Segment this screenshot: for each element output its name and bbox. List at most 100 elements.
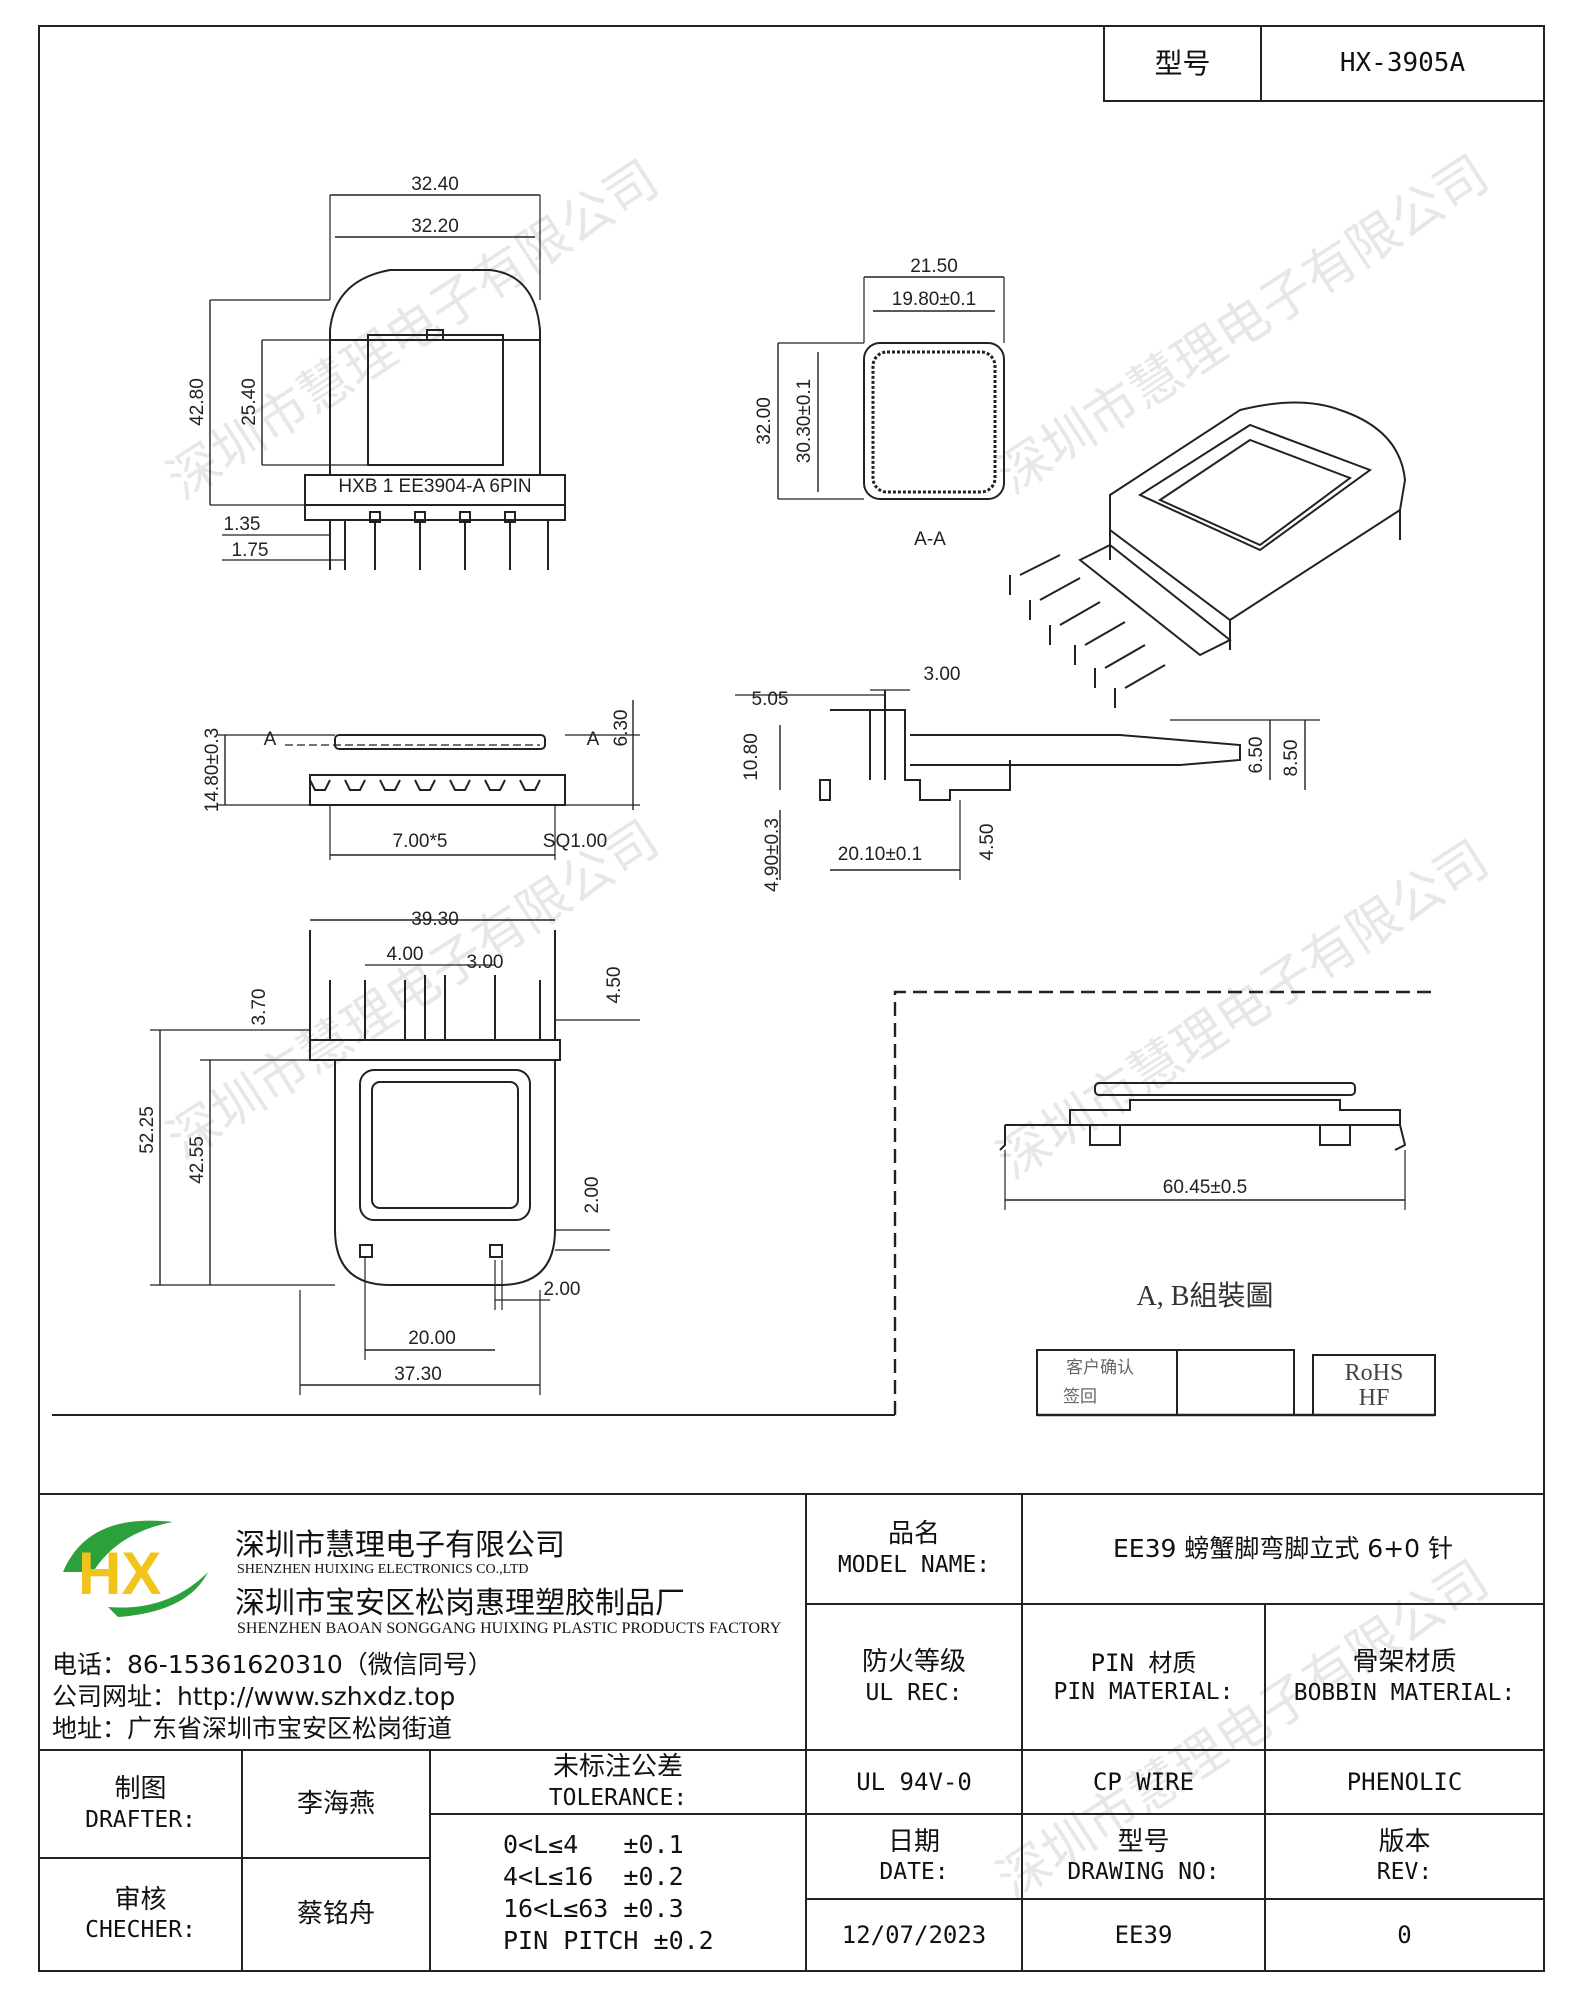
dim-text: 32.00 xyxy=(754,397,775,445)
front-view xyxy=(209,194,566,570)
dim-text: 3.00 xyxy=(924,664,961,685)
tolerance-values-cell: 0<L≤4 ±0.1 4<L≤16 ±0.2 16<L≤63 ±0.3 PIN … xyxy=(429,1813,807,1972)
bobbin-material-label-cell: 骨架材质 BOBBIN MATERIAL: xyxy=(1264,1603,1545,1751)
rohs-label: RoHS xyxy=(1345,1360,1404,1386)
dim-text: 19.80±0.1 xyxy=(892,289,976,310)
dim-text: 6.30 xyxy=(611,710,632,747)
model-name-label-cn: 品名 xyxy=(887,1519,940,1550)
dim-text: 4.00 xyxy=(387,944,424,965)
checker-label-cn: 审核 xyxy=(114,1884,167,1915)
date-label-cn: 日期 xyxy=(887,1826,940,1857)
dim-text: 14.80±0.3 xyxy=(202,728,223,812)
rev-label-cn: 版本 xyxy=(1378,1826,1431,1857)
bobbin-material-label-cn: 骨架材质 xyxy=(1352,1647,1457,1678)
ul-value-cell: UL 94V-0 xyxy=(805,1749,1023,1815)
tolerance-label-en: TOLERANCE: xyxy=(548,1784,688,1811)
bobbin-material-label-en: BOBBIN MATERIAL: xyxy=(1293,1679,1516,1706)
drawing-no-value: EE39 xyxy=(1114,1921,1173,1949)
dim-text: 3.70 xyxy=(249,989,270,1026)
date-value: 12/07/2023 xyxy=(841,1921,987,1949)
checker-name-cell: 蔡铭舟 xyxy=(241,1857,431,1972)
dim-text: 5.05 xyxy=(752,689,789,710)
dim-text: 39.30 xyxy=(411,909,459,930)
dim-text: 2.00 xyxy=(582,1177,603,1214)
factory-name-cn: 深圳市宝安区松岗惠理塑胶制品厂 xyxy=(235,1586,685,1621)
pin-material-value-cell: CP WIRE xyxy=(1021,1749,1266,1815)
drafter-label-en: DRAFTER: xyxy=(85,1806,196,1833)
dim-text: 1.75 xyxy=(232,540,269,561)
dim-text: 20.00 xyxy=(408,1328,456,1349)
confirm-label: 客户确认 xyxy=(1066,1358,1134,1378)
drawing-no-value-cell: EE39 xyxy=(1021,1898,1266,1972)
dim-text: 21.50 xyxy=(910,256,958,277)
date-label-cell: 日期 DATE: xyxy=(805,1813,1023,1900)
dim-text: 8.50 xyxy=(1281,740,1302,777)
pin-material-value: CP WIRE xyxy=(1092,1768,1195,1796)
rev-value-cell: 0 xyxy=(1264,1898,1545,1972)
pin-material-label-cn: PIN 材质 xyxy=(1090,1648,1197,1677)
company-name-cn: 深圳市慧理电子有限公司 xyxy=(235,1528,565,1563)
dim-text: 4.90±0.3 xyxy=(762,818,783,892)
dim-text: 1.35 xyxy=(224,514,261,535)
tolerance-line: 4<L≤16 ±0.2 xyxy=(503,1861,684,1891)
section-view xyxy=(777,276,1005,500)
side-view xyxy=(218,700,640,860)
company-block-divider xyxy=(805,1493,807,1751)
dim-text: 6.50 xyxy=(1246,737,1267,774)
technical-drawing: HXB 1 EE3904-A 6PIN 32.40 32.20 42.80 25… xyxy=(52,174,1436,1417)
dim-text: 30.30±0.1 xyxy=(794,379,815,463)
dim-text: 60.45±0.5 xyxy=(1163,1177,1247,1198)
company-website: 公司网址：http://www.szhxdz.top xyxy=(52,1682,456,1711)
factory-name-en: SHENZHEN BAOAN SONGGANG HUIXING PLASTIC … xyxy=(237,1620,782,1637)
ul-label-cn: 防火等级 xyxy=(861,1647,966,1678)
profile-view xyxy=(735,689,1320,880)
logo-text: HX xyxy=(78,1540,161,1607)
assembly-view xyxy=(893,990,1436,1417)
dim-text: 32.40 xyxy=(411,174,459,195)
model-value: HX-3905A xyxy=(1339,48,1466,79)
drafter-name: 李海燕 xyxy=(296,1788,375,1819)
company-logo: HX xyxy=(63,1520,208,1617)
date-value-cell: 12/07/2023 xyxy=(805,1898,1023,1972)
drafter-label-cell: 制图 DRAFTER: xyxy=(38,1749,243,1859)
hf-label: HF xyxy=(1359,1385,1390,1411)
tolerance-label-cn: 未标注公差 xyxy=(552,1752,683,1783)
dim-text: 10.80 xyxy=(741,733,762,781)
model-name-value-cell: EE39 螃蟹脚弯脚立式 6+0 针 xyxy=(1021,1493,1545,1605)
checker-label-cell: 审核 CHECHER: xyxy=(38,1857,243,1972)
model-value-cell: HX-3905A xyxy=(1260,25,1545,102)
dim-text: 3.00 xyxy=(467,952,504,973)
dim-text: 42.80 xyxy=(187,378,208,426)
model-name-value: EE39 螃蟹脚弯脚立式 6+0 针 xyxy=(1112,1534,1453,1564)
dim-text: 2.00 xyxy=(544,1279,581,1300)
rev-label-en: REV: xyxy=(1376,1859,1433,1886)
model-name-label-cell: 品名 MODEL NAME: xyxy=(805,1493,1023,1605)
pin-material-label-en: PIN MATERIAL: xyxy=(1053,1678,1234,1705)
ul-label-cell: 防火等级 UL REC: xyxy=(805,1603,1023,1751)
tolerance-line: 0<L≤4 ±0.1 xyxy=(503,1829,684,1859)
tolerance-line: 16<L≤63 ±0.3 xyxy=(503,1893,684,1923)
dim-text: 4.50 xyxy=(604,967,625,1004)
drafter-name-cell: 李海燕 xyxy=(241,1749,431,1859)
checker-label-en: CHECHER: xyxy=(85,1917,196,1944)
drawing-no-label-en: DRAWING NO: xyxy=(1067,1859,1220,1886)
section-label: A-A xyxy=(914,529,946,550)
dim-text: 37.30 xyxy=(394,1364,442,1385)
assembly-caption: A, B組裝圖 xyxy=(1137,1280,1274,1312)
bottom-view xyxy=(52,919,895,1416)
title-block xyxy=(38,1493,1545,1974)
dim-text: 20.10±0.1 xyxy=(838,844,922,865)
pin-material-label-cell: PIN 材质 PIN MATERIAL: xyxy=(1021,1603,1266,1751)
confirm-label: 签回 xyxy=(1063,1387,1097,1407)
date-label-en: DATE: xyxy=(879,1859,949,1886)
section-mark: A xyxy=(587,729,600,750)
tolerance-line: PIN PITCH ±0.2 xyxy=(503,1925,714,1955)
section-mark: A xyxy=(264,729,277,750)
tolerance-label-cell: 未标注公差 TOLERANCE: xyxy=(429,1749,807,1815)
front-marking: HXB 1 EE3904-A 6PIN xyxy=(338,476,531,497)
ul-value: UL 94V-0 xyxy=(856,1768,972,1796)
company-address: 地址：广东省深圳市宝安区松岗街道 xyxy=(52,1714,453,1743)
company-phone: 电话：86-15361620310（微信同号） xyxy=(52,1650,493,1679)
dim-text: 25.40 xyxy=(239,378,260,426)
bobbin-material-value: PHENOLIC xyxy=(1346,1768,1463,1796)
